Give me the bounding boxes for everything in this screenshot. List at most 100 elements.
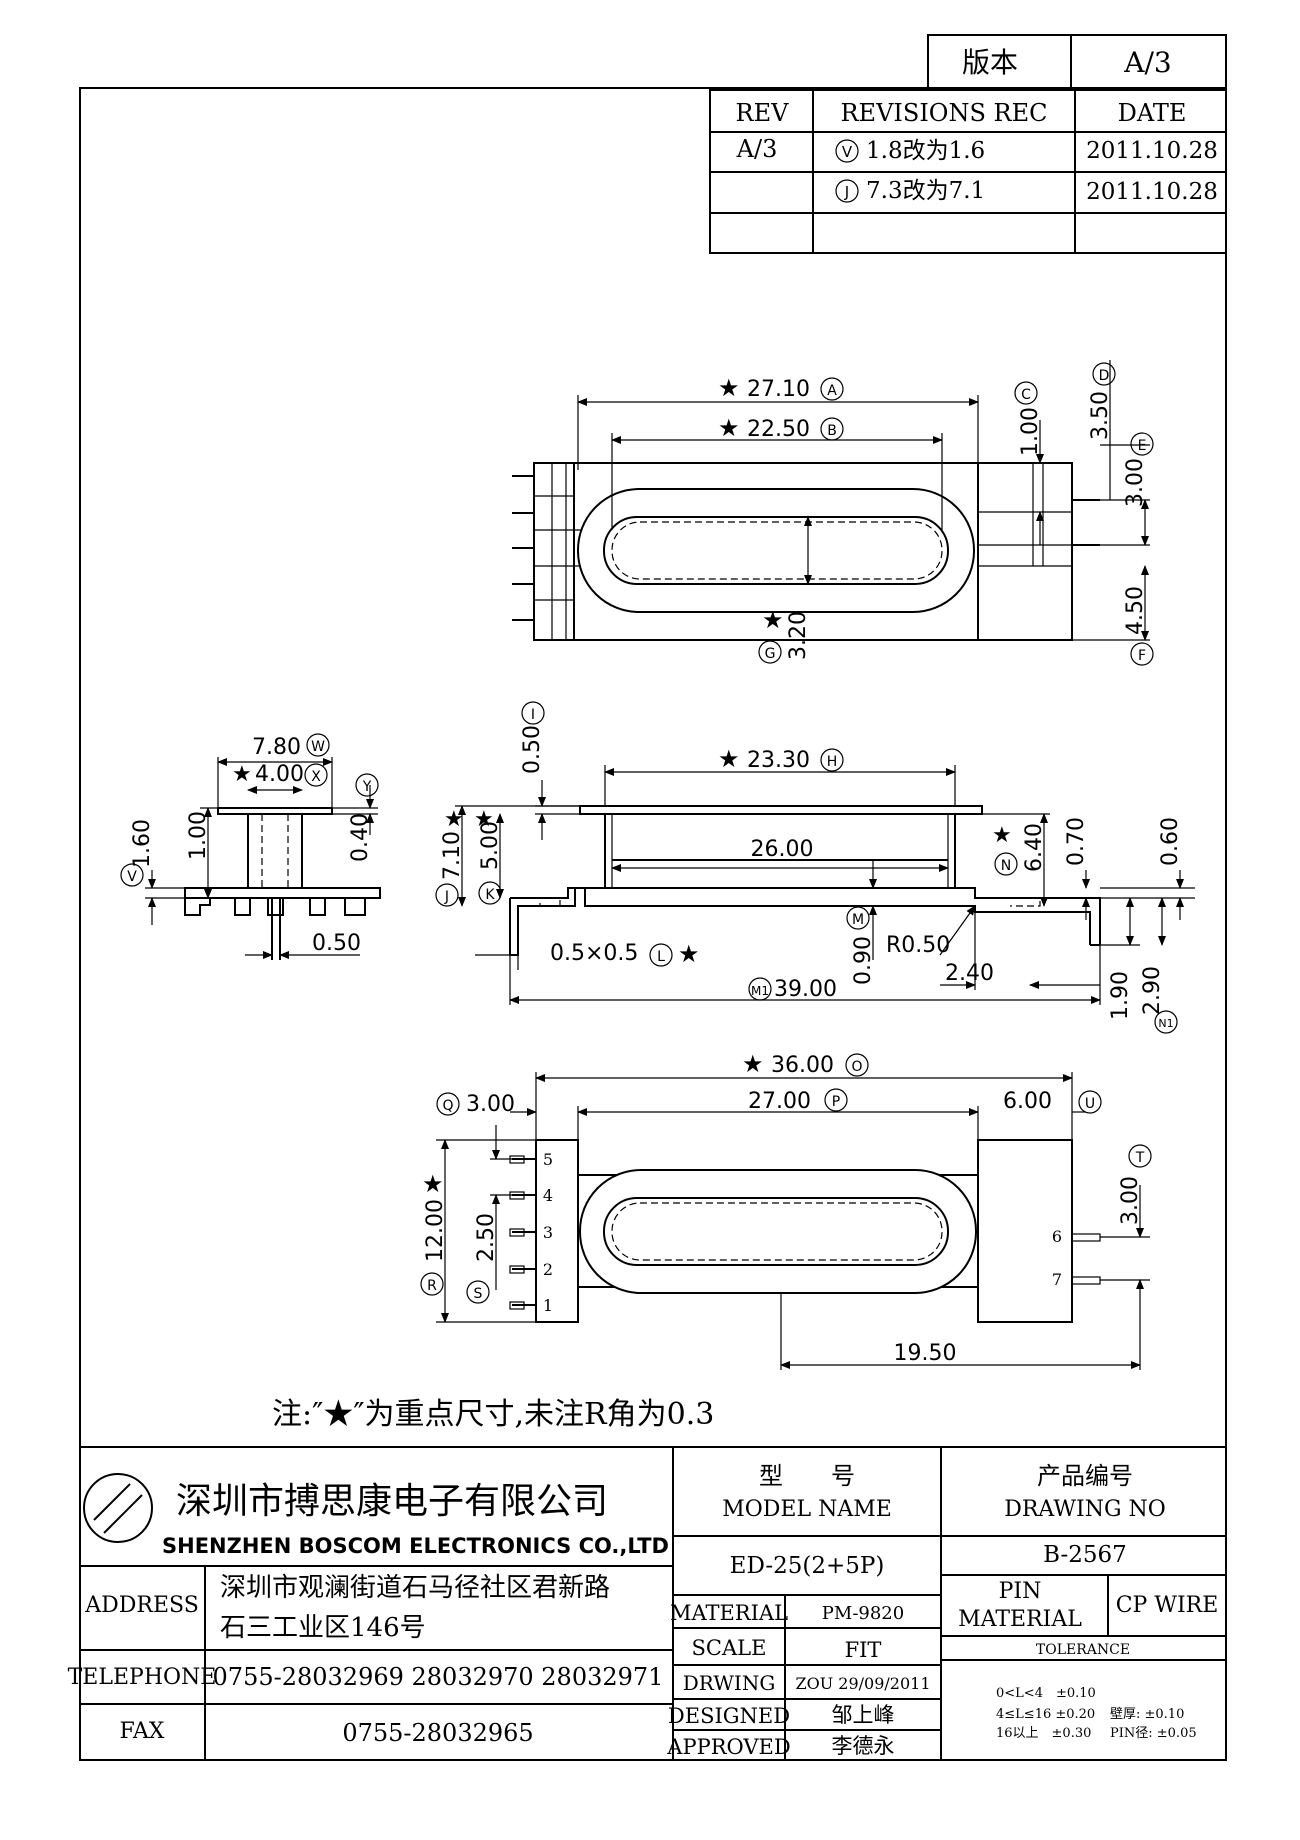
dim-value: 4.00 xyxy=(255,762,304,787)
dim-mark: J xyxy=(444,889,449,905)
pin-label: PIN xyxy=(999,1579,1042,1604)
tolerance-label: TOLERANCE xyxy=(1036,1642,1130,1658)
dim-value: 4.50 xyxy=(1123,586,1148,635)
pin-label: 2 xyxy=(543,1260,553,1279)
rev-mark: J xyxy=(844,183,849,201)
telephone-value: 0755-28032969 28032970 28032971 xyxy=(213,1663,664,1691)
bottom-left-pins xyxy=(509,1155,536,1310)
drawing-frame xyxy=(79,87,1227,1761)
dim-value: 27.10 xyxy=(747,377,810,402)
dim-value: 0.50 xyxy=(520,725,545,774)
dim-value: 0.70 xyxy=(1064,817,1089,866)
scale-label: SCALE xyxy=(692,1636,767,1660)
star-mark: ★ xyxy=(422,1170,444,1198)
dim-value: 12.00 xyxy=(423,1199,448,1262)
dim-value: 0.40 xyxy=(348,813,373,862)
bottom-right-pins xyxy=(1071,1233,1101,1285)
top-view: ★ 27.10 A ★ 22.50 B ★ G 3.20 1.00 C 3.50… xyxy=(512,360,1154,666)
top-left-pins xyxy=(512,475,534,621)
star-mark: ★ xyxy=(474,807,494,832)
dim-value: 3.00 xyxy=(1118,1176,1143,1225)
star-mark: ★ xyxy=(742,1050,764,1078)
dim-value: 5.00 xyxy=(478,821,503,870)
title-block: 深圳市搏思康电子有限公司 SHENZHEN BOSCOM ELECTRONICS… xyxy=(68,1446,1226,1760)
model-label-en: MODEL NAME xyxy=(722,1497,892,1522)
pin-label: 3 xyxy=(543,1223,553,1242)
rev-cell: A/3 xyxy=(736,135,778,163)
rev-date: 2011.10.28 xyxy=(1086,138,1218,164)
pin-label: 7 xyxy=(1052,1270,1062,1289)
dim-mark: W xyxy=(311,739,325,755)
approved-label: APPROVED xyxy=(666,1735,790,1759)
dim-mark: F xyxy=(1138,648,1146,664)
tolerance-row3b: PIN径: ±0.05 xyxy=(1110,1726,1197,1741)
version-label: 版本 xyxy=(962,46,1018,79)
dim-mark: C xyxy=(1021,387,1031,403)
rev-mark: V xyxy=(842,143,853,161)
dim-mark: X xyxy=(311,769,321,785)
rev-header: REV xyxy=(736,99,790,127)
dim-mark: P xyxy=(832,1094,840,1110)
dim-mark: Q xyxy=(442,1098,453,1114)
dim-value: 7.80 xyxy=(252,735,301,760)
dim-mark: L xyxy=(657,949,665,965)
dim-mark: N1 xyxy=(1158,1017,1173,1030)
rev-text: 7.3改为7.1 xyxy=(866,178,985,204)
side-view: 7.80 W ★ 4.00 X 1.60 V 1.00 0.40 Y 0.50 xyxy=(120,733,381,960)
dim-mark: T xyxy=(1135,1150,1145,1166)
rev-date: 2011.10.28 xyxy=(1086,179,1218,205)
drawing-no-label-en: DRAWING NO xyxy=(1004,1497,1166,1522)
company-name-en: SHENZHEN BOSCOM ELECTRONICS CO.,LTD xyxy=(162,1534,669,1558)
pin-label: 4 xyxy=(543,1186,553,1205)
model-label-cn: 型 号 xyxy=(759,1462,855,1490)
tolerance-row3a: 16以上 ±0.30 xyxy=(996,1726,1091,1741)
dim-mark: M1 xyxy=(751,984,769,998)
dim-mark: S xyxy=(474,1286,483,1302)
dim-mark: K xyxy=(485,887,495,903)
tolerance-row2a: 4≤L≤16 ±0.20 xyxy=(996,1707,1095,1722)
dim-value: 7.10 xyxy=(440,831,465,880)
dim-value: 1.90 xyxy=(1108,971,1133,1020)
dim-mark: D xyxy=(1099,368,1110,384)
dim-value: 19.50 xyxy=(894,1341,957,1366)
dim-value: 27.00 xyxy=(748,1089,811,1114)
dim-mark: U xyxy=(1085,1096,1095,1112)
drawing-no-value: B-2567 xyxy=(1043,1542,1127,1568)
pin-label: 5 xyxy=(543,1150,553,1169)
dim-value: 3.20 xyxy=(786,611,811,660)
pin-label: 1 xyxy=(543,1296,553,1315)
approved-value: 李德永 xyxy=(832,1734,895,1758)
revision-table: REV REVISIONS REC DATE A/3 V 1.8改为1.6 20… xyxy=(709,89,1227,254)
dim-mark: A xyxy=(827,383,837,399)
drawing-note: 注:″★″为重点尺寸,未注R角为0.3 xyxy=(272,1397,714,1432)
date-header: DATE xyxy=(1118,99,1187,127)
material-label: MATERIAL xyxy=(670,1601,788,1625)
address-line2: 石三工业区146号 xyxy=(220,1613,426,1643)
dim-value: 26.00 xyxy=(751,837,814,862)
dim-mark: I xyxy=(531,707,535,723)
dim-value: 2.90 xyxy=(1140,966,1165,1015)
tolerance-row2b: 壁厚: ±0.10 xyxy=(1110,1707,1184,1722)
dim-value: 6.40 xyxy=(1022,823,1047,872)
dim-mark: B xyxy=(827,423,837,439)
address-label: ADDRESS xyxy=(84,1593,199,1618)
dim-value: R0.50 xyxy=(886,933,950,958)
drwing-label: DRWING xyxy=(683,1671,776,1695)
dim-value: 39.00 xyxy=(774,977,837,1002)
dim-value: 6.00 xyxy=(1003,1089,1052,1114)
dim-value: 1.00 xyxy=(186,811,211,860)
company-name-cn: 深圳市搏思康电子有限公司 xyxy=(176,1481,608,1522)
star-mark: ★ xyxy=(762,606,784,634)
dim-mark: G xyxy=(765,646,776,662)
dim-mark: O xyxy=(851,1059,862,1075)
address-line1: 深圳市观澜街道石马径社区君新路 xyxy=(220,1573,610,1603)
version-box: 版本 A/3 xyxy=(927,34,1227,89)
dim-value: 3.00 xyxy=(466,1092,515,1117)
dim-value: 23.30 xyxy=(747,748,810,773)
drawing-no-label-cn: 产品编号 xyxy=(1037,1462,1133,1490)
star-mark: ★ xyxy=(232,762,252,787)
dim-value: 22.50 xyxy=(747,417,810,442)
version-value: A/3 xyxy=(1123,46,1171,79)
drwing-value: ZOU 29/09/2011 xyxy=(795,1674,930,1693)
designed-value: 邹上峰 xyxy=(832,1703,895,1727)
